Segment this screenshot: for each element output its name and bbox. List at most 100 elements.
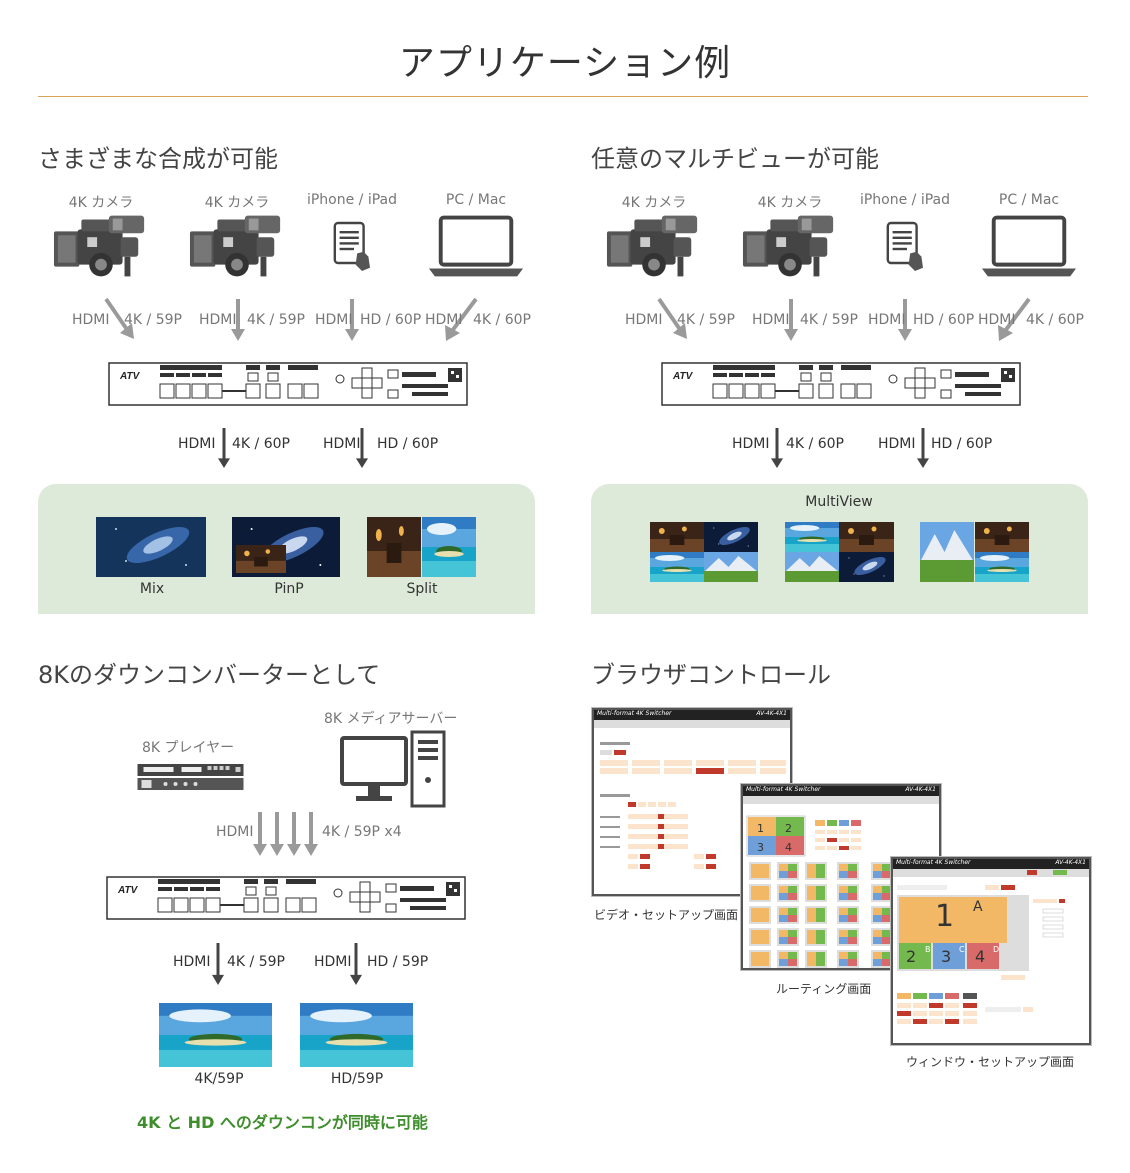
window-letter: D — [993, 945, 1000, 954]
laptop-icon — [427, 215, 525, 279]
source-label: iPhone / iPad — [859, 192, 951, 208]
section-heading-multiview: 任意のマルチビューが可能 — [591, 145, 879, 173]
switcher-device — [660, 362, 1022, 406]
source-label: 4K カメラ — [757, 195, 823, 211]
output-label: HDMI — [878, 436, 916, 452]
screen-caption: ルーティング画面 — [776, 982, 872, 996]
page-title: アプリケーション例 — [398, 43, 732, 84]
screen-caption: ウィンドウ・セットアップ画面 — [906, 1055, 1075, 1069]
screen-title: Multi-format 4K Switcher — [746, 786, 821, 793]
output-label: HD / 60P — [931, 436, 993, 452]
switcher-device — [97, 876, 475, 920]
window-number: 2 — [906, 947, 917, 966]
output-label: HD / 59P — [367, 954, 429, 970]
screen-caption: ビデオ・セットアップ画面 — [594, 908, 739, 922]
result-caption: Mix — [139, 581, 165, 597]
link-label: 4K / 59P — [677, 312, 735, 328]
source-label: PC / Mac — [445, 192, 507, 208]
media-server-icon — [340, 730, 450, 810]
link-label: HDMI — [72, 312, 110, 328]
output-arrow — [917, 428, 929, 468]
output-label: 4K / 60P — [786, 436, 844, 452]
output-label: HD / 60P — [377, 436, 439, 452]
link-label: HDMI — [315, 312, 353, 328]
input-label: HDMI — [216, 824, 254, 840]
link-label: HDMI — [868, 312, 906, 328]
link-label: HD / 60P — [913, 312, 975, 328]
screen-model: AV-4K-4X1 — [1055, 859, 1086, 866]
link-label: HD / 60P — [360, 312, 422, 328]
link-label: 4K / 59P — [800, 312, 858, 328]
laptop-icon — [980, 215, 1078, 279]
svg-text:2: 2 — [785, 822, 792, 835]
link-label: HDMI — [978, 312, 1016, 328]
mix-thumbnail — [96, 517, 206, 577]
svg-text:1: 1 — [757, 822, 764, 835]
screen-model: AV-4K-4X1 — [756, 710, 787, 717]
window-letter: C — [959, 945, 965, 954]
tablet-icon — [330, 215, 378, 279]
output-label: HDMI — [178, 436, 216, 452]
player-label: 8K プレイヤー — [142, 740, 235, 756]
camera-icon — [52, 215, 150, 279]
switcher-device — [107, 362, 469, 406]
output-label: HDMI — [323, 436, 361, 452]
pinp-thumbnail — [232, 517, 340, 577]
output-arrow — [771, 428, 783, 468]
source-label: 4K カメラ — [621, 195, 687, 211]
multiview-thumbnail — [785, 522, 894, 582]
title-divider — [38, 96, 1088, 97]
section-heading-browser: ブラウザコントロール — [591, 661, 831, 689]
result-caption: PinP — [274, 581, 304, 597]
output-label: 4K / 60P — [232, 436, 290, 452]
screen-title: Multi-format 4K Switcher — [896, 859, 971, 866]
window-letter: B — [925, 945, 931, 954]
svg-text:4: 4 — [785, 841, 792, 854]
camera-icon — [741, 215, 839, 279]
output-caption: HD/59P — [330, 1071, 384, 1087]
output-arrow — [350, 943, 362, 985]
multiview-title: MultiView — [805, 494, 873, 510]
section-heading-downconvert: 8Kのダウンコンバーターとして — [38, 661, 381, 689]
split-thumbnail — [367, 517, 476, 577]
camera-icon — [188, 215, 286, 279]
camera-icon — [605, 215, 703, 279]
source-label: PC / Mac — [998, 192, 1060, 208]
link-label: 4K / 59P — [247, 312, 305, 328]
simultaneous-note: 4K と HD へのダウンコンが同時に可能 — [137, 1113, 428, 1132]
output-label: HDMI — [314, 954, 352, 970]
output-caption: 4K/59P — [194, 1071, 244, 1087]
tablet-icon — [883, 215, 931, 279]
screen-model: AV-4K-4X1 — [905, 786, 936, 793]
window-number: 1 — [935, 899, 955, 934]
input-arrows-x4 — [253, 812, 318, 856]
window-number: 3 — [941, 947, 952, 966]
source-label: 4K カメラ — [68, 195, 134, 211]
multiview-thumbnail — [650, 522, 758, 582]
window-number: 4 — [975, 947, 986, 966]
input-arrows — [104, 297, 478, 341]
link-label: HDMI — [199, 312, 237, 328]
4k-output-thumbnail — [159, 1003, 272, 1067]
section-heading-composite: さまざまな合成が可能 — [38, 145, 278, 173]
bluray-player-icon — [134, 758, 247, 798]
source-label: iPhone / iPad — [306, 192, 398, 208]
window-letter: A — [973, 899, 983, 915]
source-label: 4K カメラ — [204, 195, 270, 211]
output-label: HDMI — [173, 954, 211, 970]
output-label: HDMI — [732, 436, 770, 452]
hd-output-thumbnail — [300, 1003, 413, 1067]
link-label: HDMI — [625, 312, 663, 328]
server-label: 8K メディアサーバー — [324, 711, 458, 727]
output-arrow — [218, 428, 230, 468]
link-label: 4K / 60P — [1026, 312, 1084, 328]
svg-text:3: 3 — [757, 841, 764, 854]
multiview-thumbnail — [920, 522, 1029, 582]
input-label: 4K / 59P x4 — [322, 824, 402, 840]
link-label: HDMI — [752, 312, 790, 328]
window-setup-screen: Multi-format 4K Switcher AV-4K-4X1 1 A 2… — [891, 857, 1091, 1045]
input-arrows — [657, 297, 1031, 341]
link-label: 4K / 60P — [473, 312, 531, 328]
output-label: 4K / 59P — [227, 954, 285, 970]
result-caption: Split — [406, 581, 438, 597]
